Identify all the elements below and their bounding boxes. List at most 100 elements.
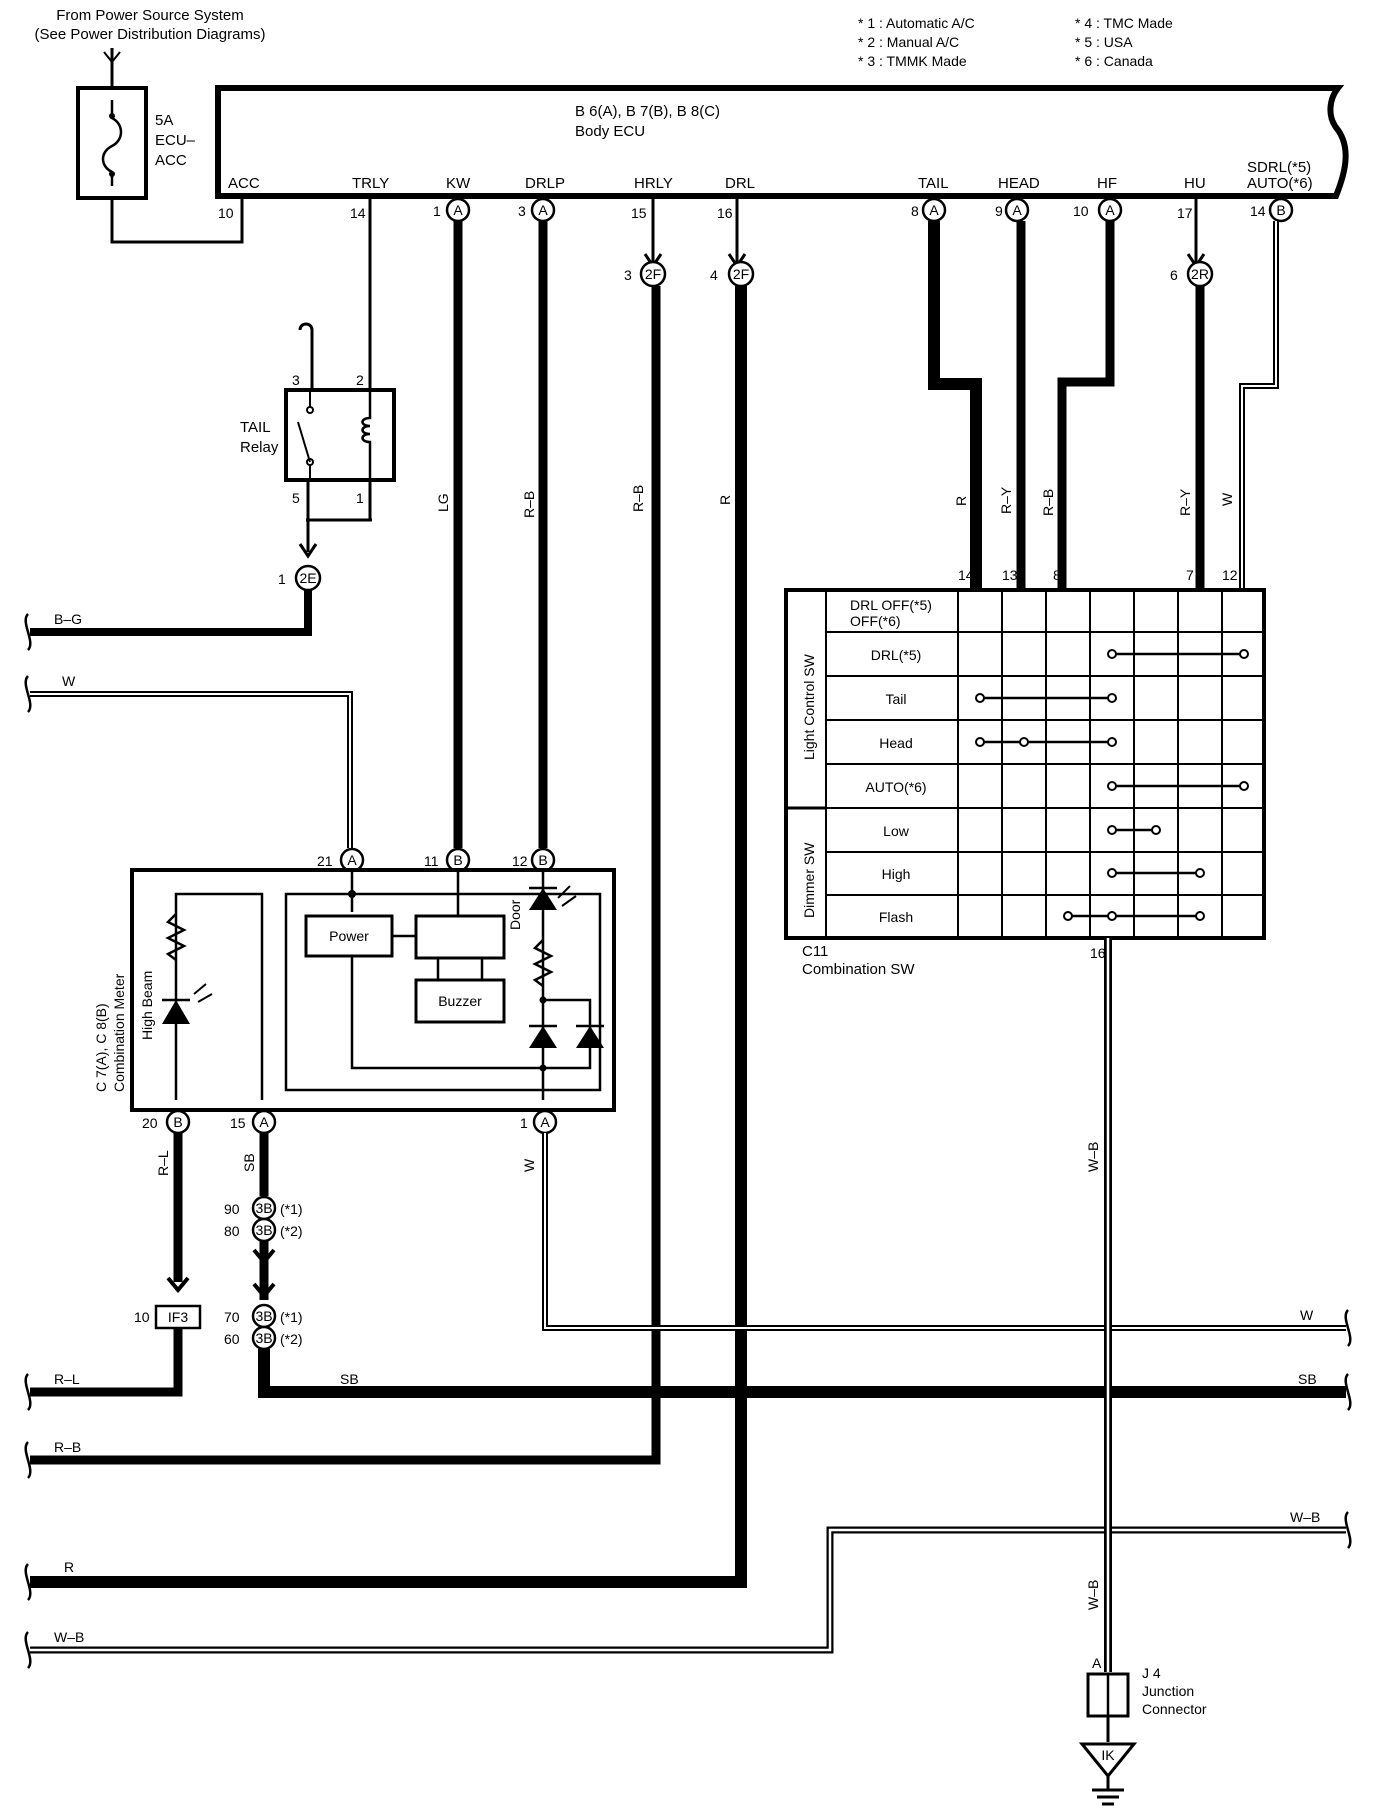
relay-pin-2: 2 xyxy=(356,372,364,388)
meter-pin-21: 21 xyxy=(317,853,333,869)
conn-3b-80-pin: 80 xyxy=(224,1223,240,1239)
meter-pin-1: 1 xyxy=(520,1115,528,1131)
pin-trly: 14 xyxy=(350,205,366,221)
ecu-pins: 10 14 1 3 15 16 8 9 10 17 14 A A A A A B xyxy=(218,197,1294,223)
wire-drl-color: R xyxy=(717,495,733,505)
meter-conn-11-letter: B xyxy=(453,852,462,868)
pin-drlp: 3 xyxy=(518,203,526,219)
meter-lower-wires: R–L IF3 10 SB 3B 90 (*1) 3B 80 (*2) 3B 7… xyxy=(30,1133,1346,1398)
conn-tail-letter: A xyxy=(929,202,939,218)
c11-ground-pin: 16 xyxy=(1090,945,1106,961)
conn-2e-label: 2E xyxy=(299,570,316,586)
j4-pin: A xyxy=(1092,1655,1102,1671)
buzzer-label: Buzzer xyxy=(438,993,482,1009)
wire-hf-color: R–B xyxy=(1040,489,1056,516)
meter-conn-20: B xyxy=(165,1109,191,1135)
row-off: OFF(*6) xyxy=(850,613,901,629)
conn-drlp: A xyxy=(530,197,556,223)
relay-pin-5: 5 xyxy=(292,490,300,506)
fuse-name-2: ACC xyxy=(155,152,187,169)
conn-3b-80: 3B xyxy=(251,1217,277,1243)
relay-name-1: TAIL xyxy=(240,419,271,436)
wire-drlp-color: R–B xyxy=(521,491,537,518)
conn-kw-letter: A xyxy=(453,202,463,218)
note-2: * 2 : Manual A/C xyxy=(858,34,959,50)
conn-3b-80-note: (*2) xyxy=(280,1223,303,1239)
meter-conn-21: A xyxy=(339,847,365,873)
left-bus-bg: B–G xyxy=(54,611,82,627)
terminal-kw: KW xyxy=(446,175,471,192)
tail-relay: 3 2 5 1 TAIL Relay 2E 1 xyxy=(30,198,396,636)
conn-tail: A xyxy=(921,197,947,223)
pin-head: 9 xyxy=(995,203,1003,219)
terminal-drlp: DRLP xyxy=(525,175,565,192)
meter-conn-21-letter: A xyxy=(347,852,357,868)
wire-meter15-color: SB xyxy=(241,1153,257,1172)
meter-conn-15-letter: A xyxy=(259,1114,269,1130)
conn-3b-90: 3B xyxy=(251,1195,277,1221)
wire-c11-ground: W–B xyxy=(1085,1142,1101,1172)
conn-2f-hrly-pin: 3 xyxy=(624,267,632,283)
if3-pin: 10 xyxy=(134,1309,150,1325)
terminal-head: HEAD xyxy=(998,175,1040,192)
conn-3b-90-pin: 90 xyxy=(224,1201,240,1217)
meter-pin-20: 20 xyxy=(142,1115,158,1131)
pin-hf: 10 xyxy=(1073,203,1089,219)
wire-meter20-color: R–L xyxy=(155,1150,171,1176)
row-tail: Tail xyxy=(885,691,906,707)
wire-kw-color: LG xyxy=(435,493,451,512)
pin-hu: 17 xyxy=(1177,205,1193,221)
row-low: Low xyxy=(883,823,910,839)
pin-kw: 1 xyxy=(433,203,441,219)
conn-2f-drl-pin: 4 xyxy=(710,267,718,283)
conn-drlp-letter: A xyxy=(538,202,548,218)
right-bus-w: W xyxy=(1300,1307,1314,1323)
wire-tail-color: R xyxy=(953,496,969,506)
conn-2f-drl: 2F xyxy=(733,266,749,282)
group-dimmer: Dimmer SW xyxy=(801,842,817,918)
c11-pin-7: 7 xyxy=(1186,567,1194,583)
terminal-trly: TRLY xyxy=(352,175,389,192)
conn-sdrl: B xyxy=(1268,197,1294,223)
ground-circuit: W–B W–B A J 4 Junction Connector IK xyxy=(30,938,1346,1806)
terminal-acc: ACC xyxy=(228,175,260,192)
meter-name-2: Combination Meter xyxy=(111,973,127,1092)
terminal-drl: DRL xyxy=(725,175,755,192)
meter-pin-12: 12 xyxy=(512,853,528,869)
wire-hrly-color: R–B xyxy=(630,485,646,512)
relay-name-2: Relay xyxy=(240,439,279,456)
terminal-hu: HU xyxy=(1184,175,1206,192)
c11-name: Combination SW xyxy=(802,961,915,978)
j4-name-2: Connector xyxy=(1142,1701,1207,1717)
combination-meter: A 21 B 11 B 12 C 7(A), C 8(B) Combinatio… xyxy=(30,691,616,1135)
fuse-rating: 5A xyxy=(155,112,173,129)
c11-pin-14: 14 xyxy=(958,567,974,583)
left-bus-wb: W–B xyxy=(54,1629,84,1645)
conn-hf: A xyxy=(1097,197,1123,223)
combination-sw: 14 13 8 7 12 Light Control SW Dimmer SW … xyxy=(784,567,1266,978)
conn-3b-60: 3B xyxy=(251,1325,277,1351)
fuse-ecu-acc: 5A ECU– ACC xyxy=(76,48,244,244)
conn-kw: A xyxy=(445,197,471,223)
conn-3b-60-pin: 60 xyxy=(224,1331,240,1347)
note-5: * 5 : USA xyxy=(1075,34,1133,50)
door-label: Door xyxy=(507,899,523,930)
meter-conn-11: B xyxy=(445,847,471,873)
meter-pin-15: 15 xyxy=(230,1115,246,1131)
if3-label: IF3 xyxy=(168,1309,188,1325)
source-text-1: From Power Source System xyxy=(56,7,244,24)
note-6: * 6 : Canada xyxy=(1075,53,1153,69)
left-bus-rb: R–B xyxy=(54,1439,81,1455)
group-light: Light Control SW xyxy=(801,653,817,760)
pin-tail: 8 xyxy=(911,203,919,219)
bus-labels: B–G W R–L R–B R W–B W SB W–B xyxy=(54,611,1320,1645)
meter-conn-12-letter: B xyxy=(538,852,547,868)
wire-meter1-color: W xyxy=(521,1158,537,1172)
source-text-2: (See Power Distribution Diagrams) xyxy=(35,26,266,43)
conn-3b-70-id: 3B xyxy=(255,1308,272,1324)
conn-3b-60-id: 3B xyxy=(255,1330,272,1346)
conn-2r-hu: 2R xyxy=(1191,266,1209,282)
conn-3b-70: 3B xyxy=(251,1303,277,1329)
relay-pin-3: 3 xyxy=(292,372,300,388)
